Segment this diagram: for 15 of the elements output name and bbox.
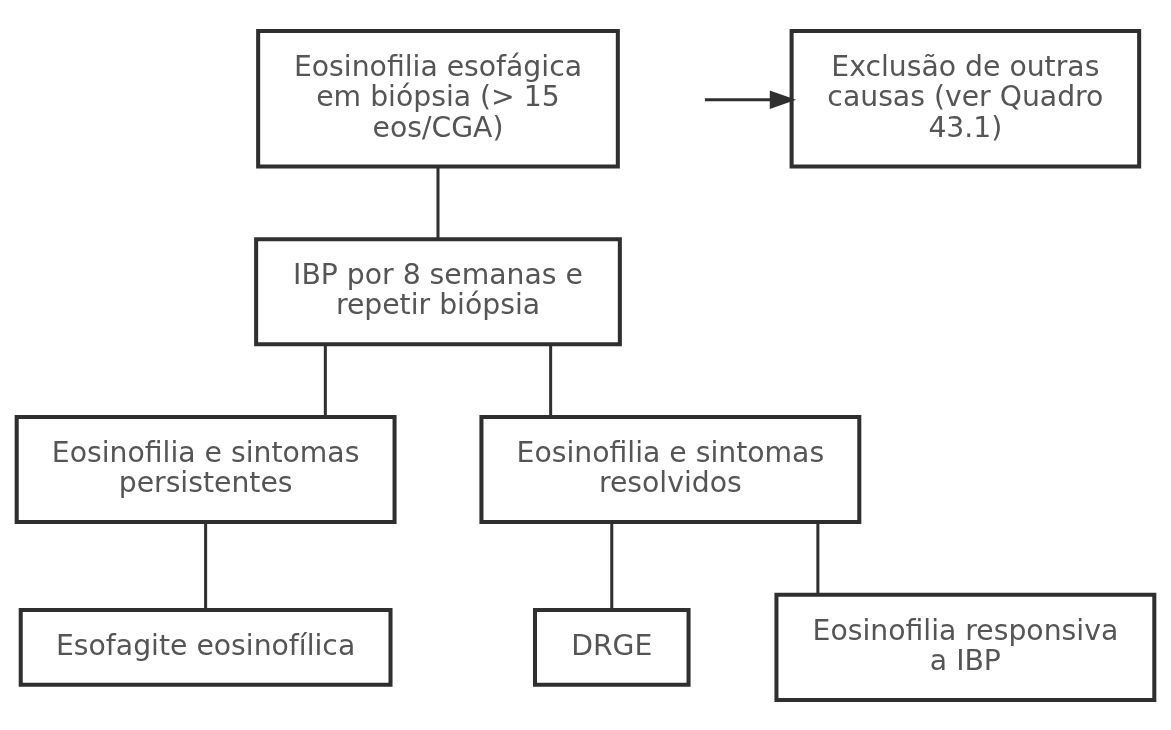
connector — [436, 166, 440, 239]
node-box: Eosinofilia e sintomas resolvidos — [479, 414, 862, 524]
arrow — [704, 90, 797, 109]
connector — [816, 522, 820, 595]
node-box: Eosinofilia responsiva a IBP — [774, 592, 1157, 702]
connector — [323, 344, 327, 417]
node-box: Esofagite eosinofílica — [18, 607, 393, 687]
connector — [204, 522, 208, 610]
connector — [610, 522, 614, 610]
connector — [549, 344, 553, 417]
node-box: Eosinofilia e sintomas persistentes — [14, 414, 397, 524]
node-box: DRGE — [532, 607, 691, 687]
node-box: Eosinofilia esofágica em biópsia (> 15 eos/CGA) — [256, 28, 620, 168]
node-box: Exclusão de outras causas (ver Quadro 43.1) — [789, 28, 1142, 168]
node-box: IBP por 8 semanas e repetir biópsia — [254, 236, 622, 346]
